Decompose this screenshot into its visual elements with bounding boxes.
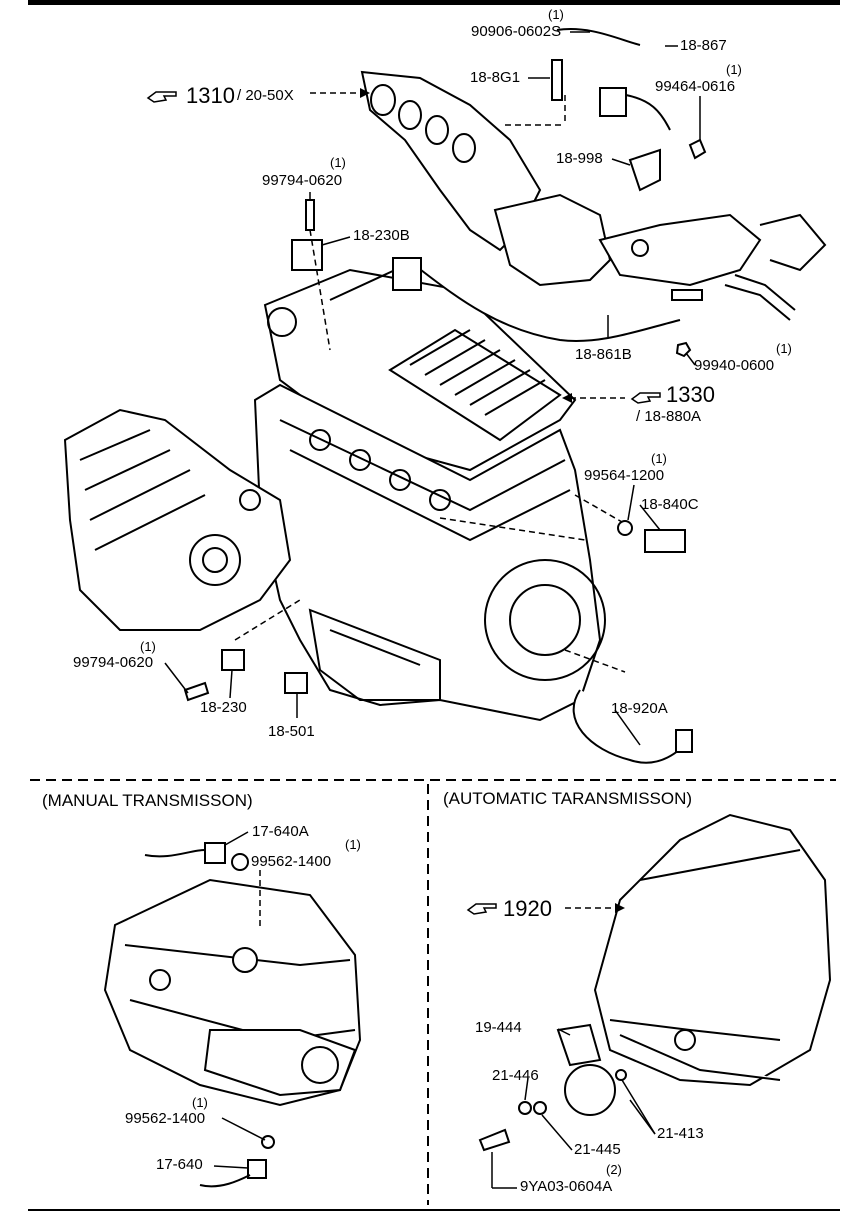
part-number-9ya03-0604a[interactable]: 9YA03-0604A bbox=[520, 1178, 613, 1195]
part-number-99794-0620[interactable]: 99794-0620 bbox=[73, 654, 154, 671]
part-number-21-446[interactable]: 21-446 bbox=[492, 1067, 539, 1084]
part-qty: (1) bbox=[345, 837, 361, 852]
manual-transmission bbox=[103, 878, 362, 1107]
part-number-90906-0602s[interactable]: 90906-0602S bbox=[471, 23, 562, 40]
section-heading-manual: (MANUAL TRANSMISSON) bbox=[42, 791, 253, 810]
part-qty: (1) bbox=[726, 62, 742, 77]
part-number-18-230b[interactable]: 18-230B bbox=[353, 227, 410, 244]
part-number-18-501[interactable]: 18-501 bbox=[268, 723, 315, 740]
reference-1920-main[interactable]: 1920 bbox=[503, 896, 552, 921]
pointing-hand-icon bbox=[146, 91, 177, 103]
part-qty: (1) bbox=[330, 155, 346, 170]
part-number-18-998[interactable]: 18-998 bbox=[556, 150, 603, 167]
part-number-17-640[interactable]: 17-640 bbox=[156, 1156, 203, 1173]
reference-1330-sub: / 18-880A bbox=[636, 408, 702, 425]
automatic-transmission bbox=[593, 813, 832, 1087]
part-number-19-444[interactable]: 19-444 bbox=[475, 1019, 522, 1036]
pointer-arrowheads bbox=[360, 88, 625, 913]
reference-1310-sub: / 20-50X bbox=[237, 87, 294, 104]
part-number-99794-0620[interactable]: 99794-0620 bbox=[262, 172, 343, 189]
part-number-99940-0600[interactable]: 99940-0600 bbox=[694, 357, 775, 374]
pointing-hand-icon bbox=[630, 392, 661, 404]
engine-block bbox=[63, 268, 606, 722]
part-number-17-640a[interactable]: 17-640A bbox=[252, 823, 309, 840]
part-qty: (1) bbox=[651, 451, 667, 466]
part-number-99464-0616[interactable]: 99464-0616 bbox=[655, 78, 736, 95]
part-number-18-8g1[interactable]: 18-8G1 bbox=[470, 69, 521, 86]
part-number-18-867[interactable]: 18-867 bbox=[680, 37, 727, 54]
part-number-21-445[interactable]: 21-445 bbox=[574, 1141, 621, 1158]
part-number-99562-1400[interactable]: 99562-1400 bbox=[125, 1110, 206, 1127]
reference-1330-main[interactable]: 1330 bbox=[666, 382, 715, 407]
part-number-18-920a[interactable]: 18-920A bbox=[611, 700, 668, 717]
part-number-18-861b[interactable]: 18-861B bbox=[575, 346, 632, 363]
exhaust-manifold bbox=[360, 70, 827, 321]
top-border bbox=[28, 0, 840, 5]
part-qty: (1) bbox=[140, 639, 156, 654]
part-qty: (1) bbox=[192, 1095, 208, 1110]
dashed-pointers bbox=[234, 92, 626, 930]
part-qty: (2) bbox=[606, 1162, 622, 1177]
part-number-21-413[interactable]: 21-413 bbox=[657, 1125, 704, 1142]
part-number-18-230[interactable]: 18-230 bbox=[200, 699, 247, 716]
pointing-hand-icon bbox=[466, 903, 497, 915]
part-qty: (1) bbox=[776, 341, 792, 356]
part-qty: (1) bbox=[548, 7, 564, 22]
part-number-18-840c[interactable]: 18-840C bbox=[641, 496, 699, 513]
reference-1310-main[interactable]: 1310 bbox=[186, 83, 235, 108]
part-number-99562-1400[interactable]: 99562-1400 bbox=[251, 853, 332, 870]
section-heading-automatic: (AUTOMATIC TARANSMISSON) bbox=[443, 789, 693, 808]
leader-lines bbox=[164, 31, 701, 1189]
part-number-99564-1200[interactable]: 99564-1200 bbox=[584, 467, 665, 484]
